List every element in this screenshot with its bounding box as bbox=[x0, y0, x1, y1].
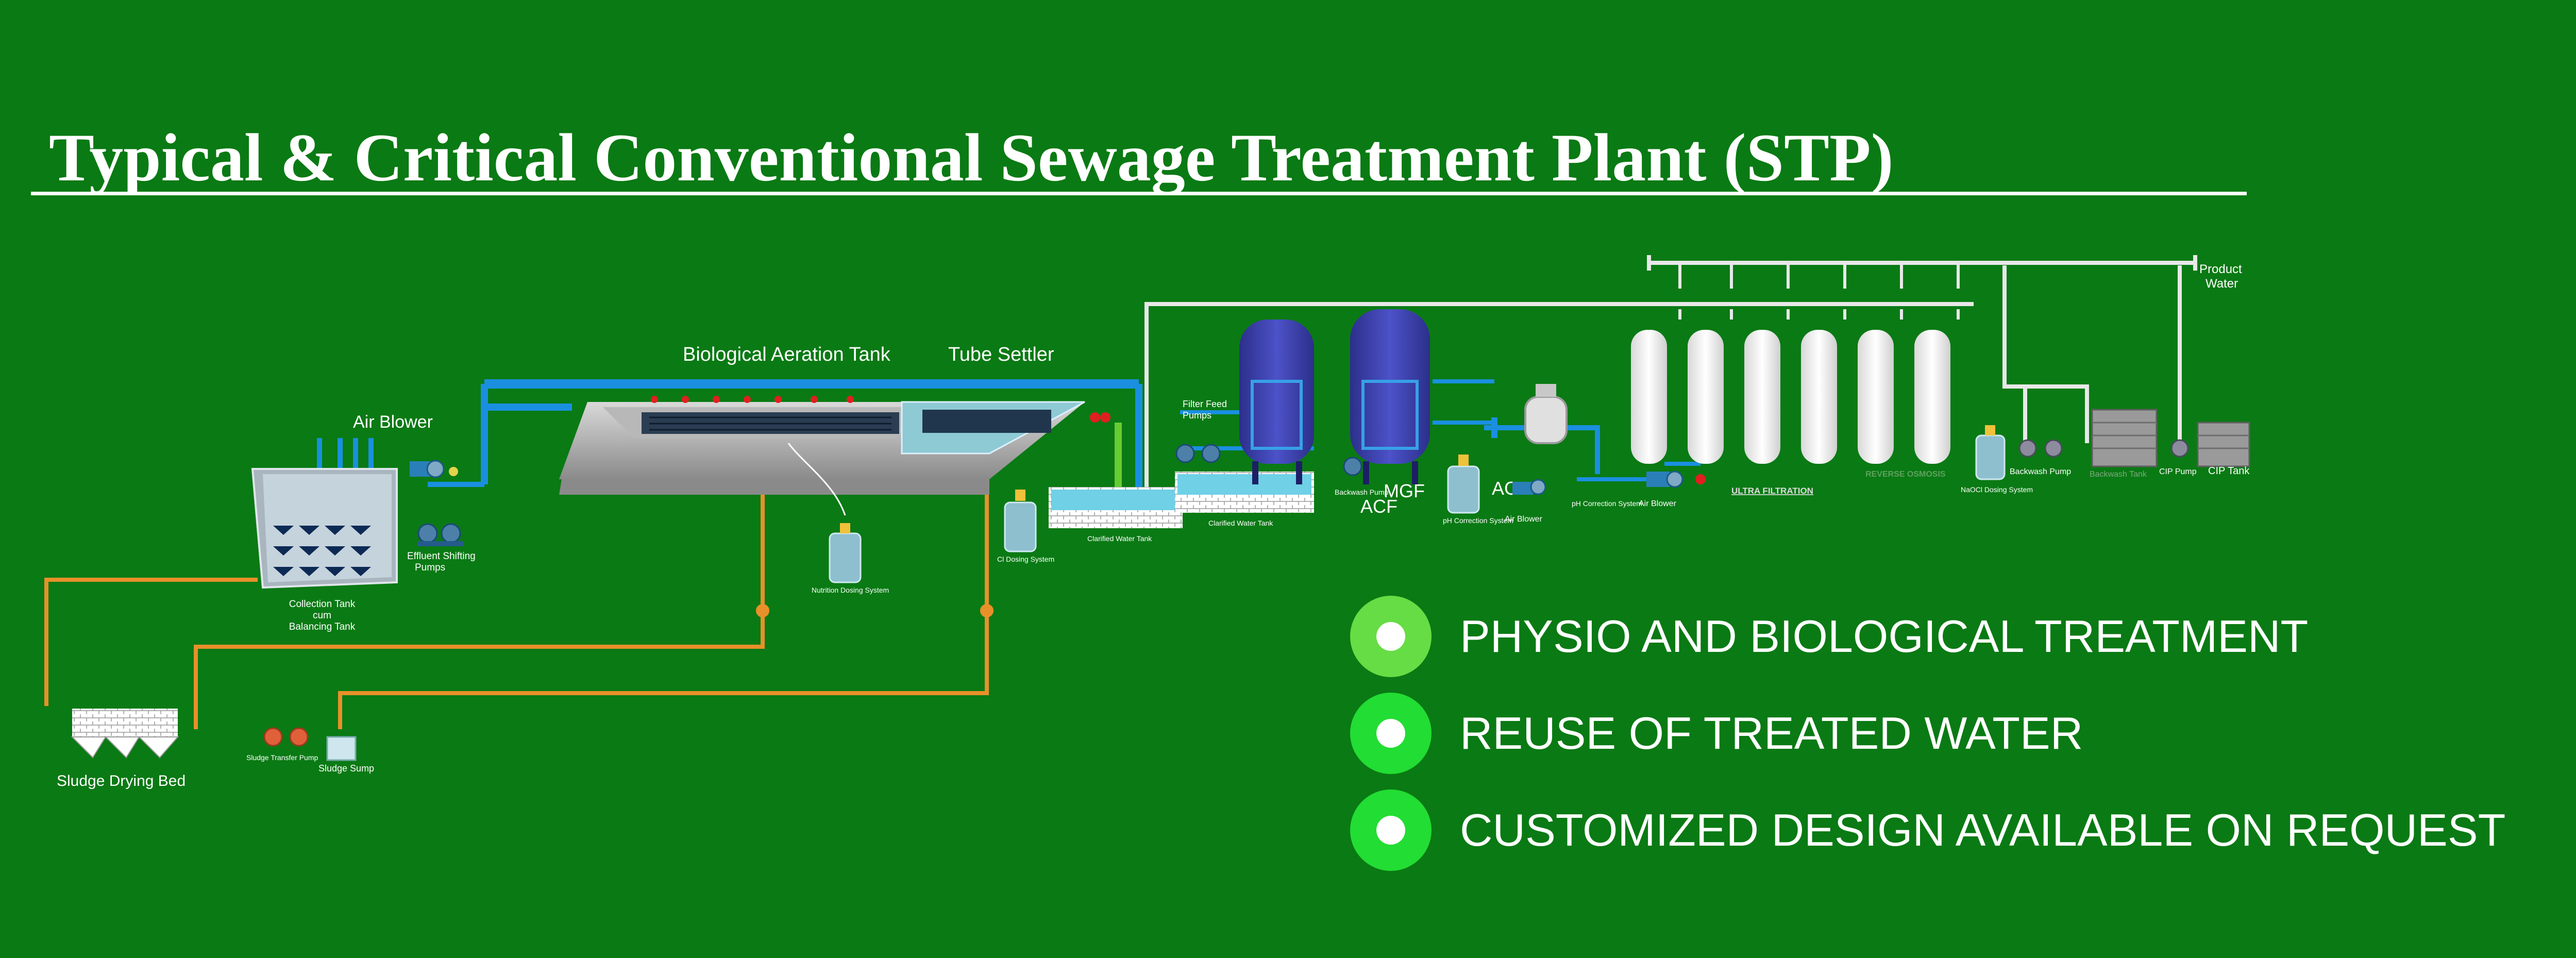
effluent-pumps-label-2: Pumps bbox=[415, 562, 445, 573]
sludge-sump-label: Sludge Sump bbox=[318, 763, 374, 774]
tube-settler bbox=[901, 401, 1085, 455]
uf-backwash-pumps bbox=[2018, 439, 2063, 458]
cip-pump bbox=[2170, 439, 2189, 458]
naocl-dosing-tank bbox=[1975, 425, 2006, 480]
filter-feed-label-1: Filter Feed bbox=[1183, 399, 1227, 409]
ph-correction-label: pH Correction System bbox=[1443, 516, 1513, 525]
cl-dosing-tank bbox=[1004, 490, 1037, 552]
product-pipes bbox=[1144, 255, 2197, 490]
uf-backwash-pump-label: Backwash Pump bbox=[2010, 467, 2071, 476]
clarified-tank-label: Clarified Water Tank bbox=[1087, 534, 1152, 543]
page-title: Typical & Critical Conventional Sewage T… bbox=[49, 120, 1894, 195]
cip-tank bbox=[2197, 422, 2250, 467]
air-blower-1 bbox=[410, 460, 458, 478]
filter-feed-pumps bbox=[1175, 444, 1221, 463]
product-water-label-1: Product bbox=[2199, 262, 2242, 276]
sludge-drying-bed bbox=[71, 709, 179, 759]
tube-settler-label: Tube Settler bbox=[948, 344, 1054, 365]
backwash-tank-label: Backwash Tank bbox=[2090, 470, 2147, 479]
effluent-pumps-label-1: Effluent Shifting bbox=[407, 551, 476, 562]
nutrition-dosing-line bbox=[787, 443, 846, 516]
feature-list: PHYSIO AND BIOLOGICAL TREATMENT REUSE OF… bbox=[1350, 593, 2505, 883]
vessel-piping bbox=[1251, 380, 1419, 450]
feature-item: REUSE OF TREATED WATER bbox=[1350, 690, 2505, 777]
air-blower-2-label: Air Blower bbox=[1505, 515, 1543, 524]
collection-tank-label-3: Balancing Tank bbox=[289, 621, 356, 632]
product-water-label-2: Water bbox=[2205, 277, 2238, 291]
backwash-pump-label: Backwash Pump bbox=[1335, 488, 1388, 496]
bullet-marker-icon bbox=[1350, 693, 1432, 774]
clarified-tank-2-label: Clarified Water Tank bbox=[1208, 519, 1273, 527]
title-underline bbox=[31, 192, 2247, 195]
clarified-water-tank bbox=[1049, 487, 1183, 528]
backwash-pump bbox=[1343, 457, 1362, 476]
feature-item: CUSTOMIZED DESIGN AVAILABLE ON REQUEST bbox=[1350, 786, 2505, 874]
air-blower-2 bbox=[1512, 479, 1546, 495]
ultra-filtration-label: ULTRA FILTRATION bbox=[1731, 486, 1813, 496]
backwash-tank bbox=[2091, 409, 2158, 467]
reverse-osmosis-label: REVERSE OSMOSIS bbox=[1865, 470, 1946, 479]
sludge-sump bbox=[326, 736, 357, 761]
cl-dosing-label: Cl Dosing System bbox=[997, 555, 1054, 563]
nutrition-dosing-tank bbox=[829, 523, 862, 583]
air-blower-3-label: Air Blower bbox=[1639, 499, 1677, 508]
acf-vessel bbox=[1350, 309, 1430, 484]
naocl-dosing-label: NaOCl Dosing System bbox=[1961, 485, 2033, 494]
filter-feed-label-2: Pumps bbox=[1183, 410, 1211, 421]
feature-item: PHYSIO AND BIOLOGICAL TREATMENT bbox=[1350, 593, 2505, 680]
collection-tank-label-2: cum bbox=[313, 610, 331, 621]
feature-text: PHYSIO AND BIOLOGICAL TREATMENT bbox=[1460, 611, 2309, 662]
ph-correction-2-label: pH Correction System bbox=[1572, 499, 1642, 508]
collection-tank bbox=[251, 468, 398, 589]
mgf-label: MGF bbox=[1384, 480, 1425, 501]
air-blower-3 bbox=[1646, 470, 1706, 488]
cartridge-filter bbox=[1491, 384, 1568, 444]
acf-label-1: ACF bbox=[1360, 496, 1398, 517]
bullet-marker-icon bbox=[1350, 596, 1432, 677]
uf-vessels bbox=[1631, 330, 1950, 464]
ph-correction-tank bbox=[1447, 455, 1480, 514]
air-blower-label: Air Blower bbox=[353, 412, 433, 432]
aeration-tank-label: Biological Aeration Tank bbox=[683, 344, 891, 365]
sludge-drying-bed-label: Sludge Drying Bed bbox=[57, 772, 186, 789]
cip-tank-label: CIP Tank bbox=[2208, 465, 2250, 477]
clarified-water-tank-2 bbox=[1175, 472, 1314, 513]
effluent-shifting-pumps bbox=[417, 523, 464, 546]
feature-text: CUSTOMIZED DESIGN AVAILABLE ON REQUEST bbox=[1460, 804, 2506, 855]
collection-tank-label-1: Collection Tank bbox=[289, 599, 356, 610]
sludge-pipes bbox=[44, 474, 994, 729]
bullet-marker-icon bbox=[1350, 789, 1432, 871]
nutrition-dosing-label: Nutrition Dosing System bbox=[812, 586, 889, 594]
mgf-vessel bbox=[1239, 320, 1314, 484]
sludge-transfer-pump-label: Sludge Transfer Pump bbox=[246, 753, 318, 762]
valves bbox=[651, 396, 1110, 423]
cip-pump-label: CIP Pump bbox=[2159, 467, 2197, 476]
sludge-transfer-pumps bbox=[263, 727, 309, 747]
feature-text: REUSE OF TREATED WATER bbox=[1460, 708, 2083, 759]
